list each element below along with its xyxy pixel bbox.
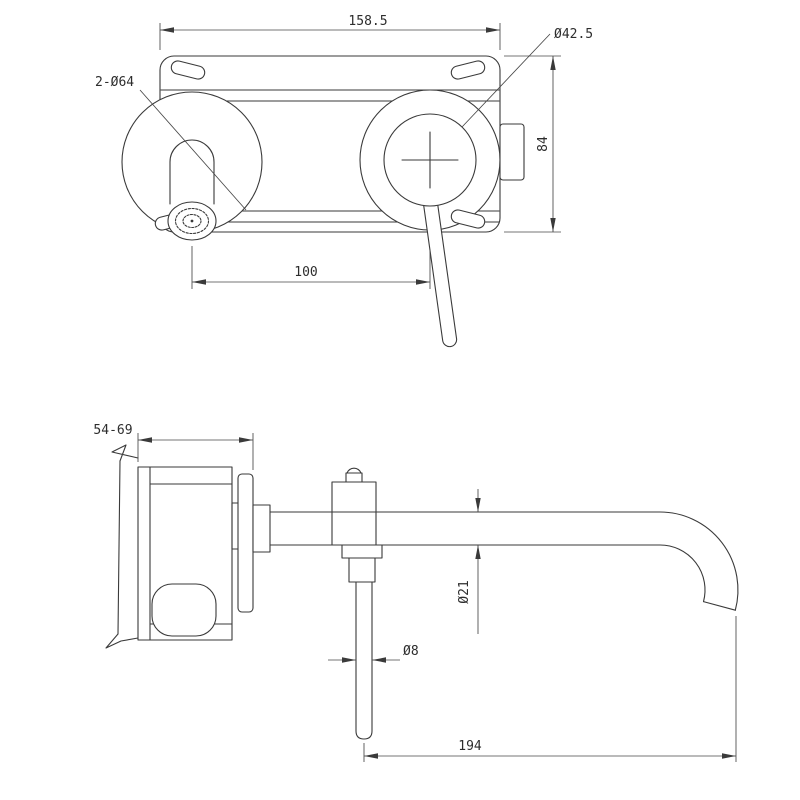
- spout-curve-inner: [659, 544, 706, 603]
- cartridge-neck: [345, 472, 363, 483]
- dimension-handle-diameter: Ø42.5: [461, 27, 593, 128]
- mounting-slots: [170, 60, 486, 229]
- aerator-center: [190, 219, 194, 223]
- dimension-wall-depth: 54-69: [93, 423, 254, 470]
- leader-line: [139, 89, 247, 211]
- dimension-spout-diameter: Ø21: [457, 489, 481, 634]
- wall-break-bottom: [105, 633, 139, 649]
- dim-label-rod-diameter: Ø8: [403, 644, 419, 659]
- arrowhead: [372, 657, 386, 663]
- cartridge: [331, 467, 377, 513]
- arrowhead: [550, 56, 556, 70]
- dimension-center-distance: 100: [191, 246, 431, 289]
- inwall-valve-body: [137, 466, 240, 641]
- dimension-escutcheon-diameters: 2-Ø64: [95, 75, 247, 211]
- mounting-slot: [450, 209, 486, 229]
- arrowhead: [486, 27, 500, 33]
- dim-label-handle-diameter: Ø42.5: [554, 27, 593, 42]
- dim-label-plate-height: 84: [536, 136, 551, 152]
- arrowhead: [475, 545, 481, 559]
- handle-section: [341, 544, 383, 740]
- body-inlet: [151, 583, 217, 637]
- aerator-mesh: [174, 207, 210, 235]
- dimension-plate-width: 158.5: [159, 14, 501, 50]
- arrowhead: [239, 437, 253, 443]
- mounting-slot: [450, 60, 486, 80]
- leader-line: [461, 33, 551, 128]
- aerator-mesh: [182, 213, 202, 229]
- front-view: 158.5 Ø42.5 2-Ø64 84 100: [95, 14, 593, 348]
- wall-break-symbol: [105, 444, 139, 649]
- arrowhead: [550, 218, 556, 232]
- arrowhead: [416, 279, 430, 285]
- spout-section: [252, 504, 739, 611]
- arrowhead: [475, 498, 481, 512]
- cartridge-body: [331, 481, 377, 513]
- arrowhead: [364, 753, 378, 759]
- dim-label-escutcheon-diameters: 2-Ø64: [95, 75, 134, 90]
- spout-curve-outer: [659, 511, 739, 611]
- side-outlet: [499, 123, 525, 181]
- dim-label-plate-width: 158.5: [348, 14, 387, 29]
- dim-label-center-distance: 100: [294, 265, 317, 280]
- side-view: 54-69 Ø21 Ø8 194: [93, 423, 739, 762]
- mounting-slot: [170, 60, 206, 80]
- arrowhead: [342, 657, 356, 663]
- arrowhead: [160, 27, 174, 33]
- handle-collar: [341, 544, 383, 559]
- dim-label-spout-reach: 194: [458, 739, 482, 754]
- wall-flange: [237, 473, 254, 613]
- dimension-rod-diameter: Ø8: [328, 644, 419, 663]
- handle-rod: [355, 581, 373, 740]
- wall-break-top: [111, 444, 139, 462]
- handle-hub: [348, 557, 376, 583]
- spout-escutcheon: [121, 91, 263, 241]
- dimension-plate-height: 84: [504, 55, 561, 233]
- arrowhead: [192, 279, 206, 285]
- cartridge-dome: [346, 467, 362, 474]
- arrowhead: [138, 437, 152, 443]
- dimension-spout-reach: 194: [363, 616, 737, 762]
- arrowhead: [722, 753, 736, 759]
- dim-label-wall-depth: 54-69: [93, 423, 132, 438]
- spout-mouth: [702, 601, 736, 611]
- mixer-escutcheon: [359, 89, 501, 348]
- spout-bend: [169, 139, 215, 163]
- dim-label-spout-diameter: Ø21: [457, 580, 472, 603]
- wall-line: [117, 460, 121, 635]
- body-outline: [137, 466, 233, 641]
- spout-collar: [252, 504, 271, 553]
